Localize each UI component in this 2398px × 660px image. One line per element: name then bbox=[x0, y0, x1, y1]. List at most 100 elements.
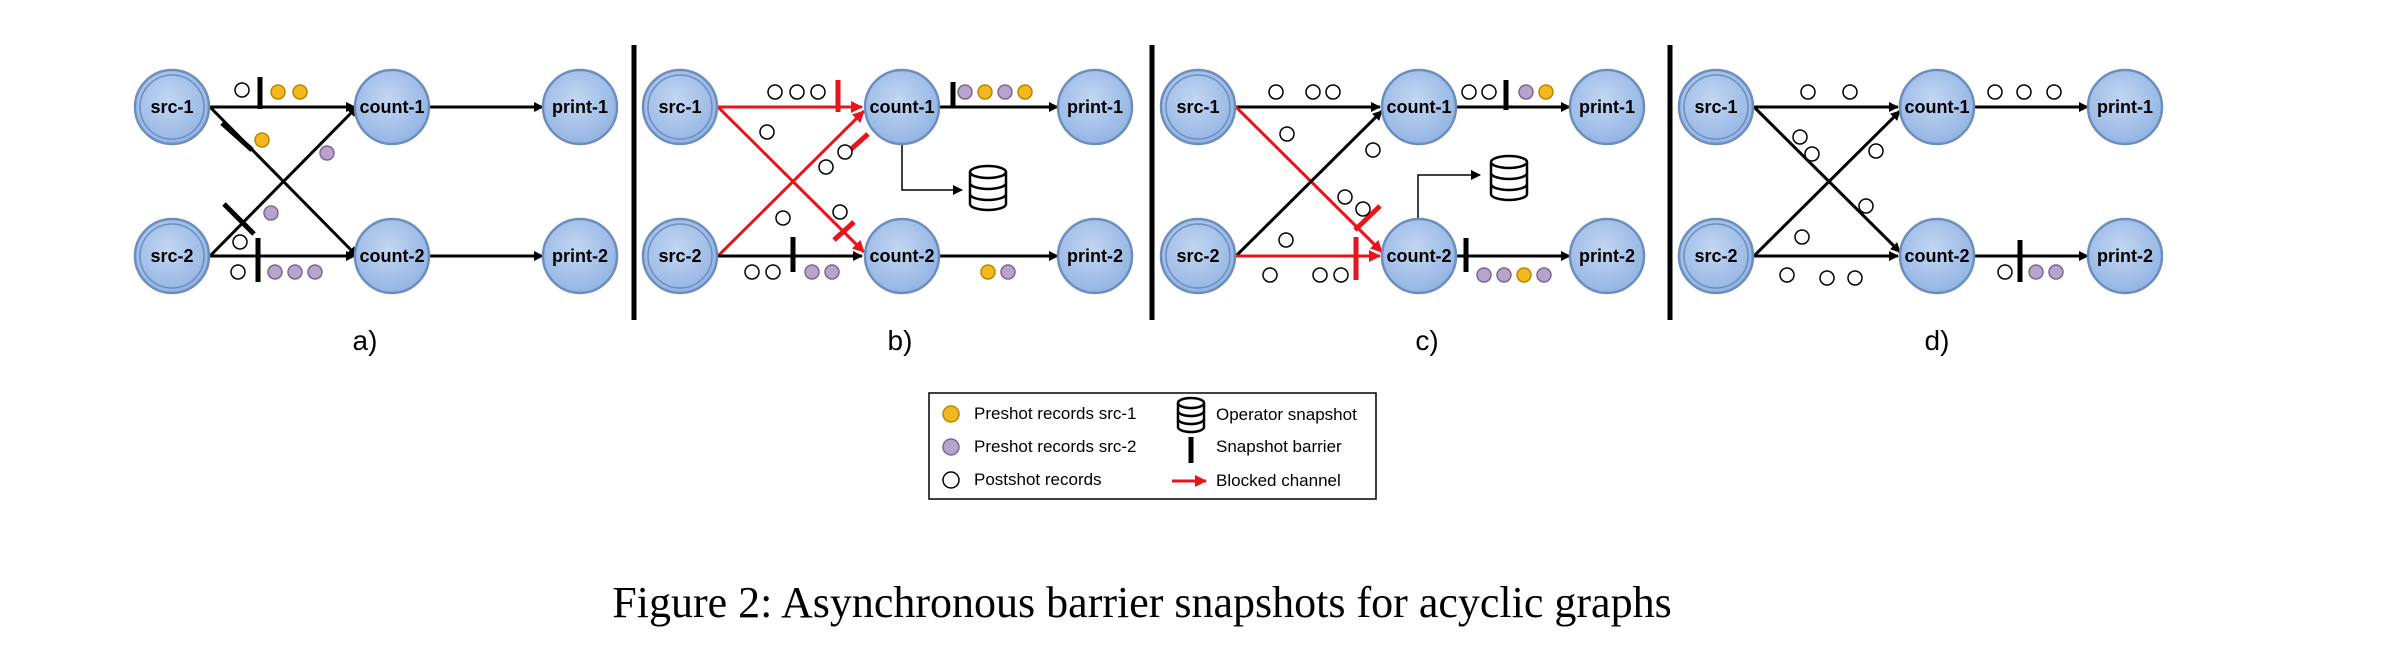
node-label: src-1 bbox=[1694, 97, 1737, 117]
postshot-record bbox=[1365, 142, 1381, 158]
legend-label: Preshot records src-2 bbox=[974, 437, 1137, 456]
node-src1: src-1 bbox=[641, 68, 719, 146]
node-label: src-2 bbox=[150, 246, 193, 266]
node-label: src-2 bbox=[1176, 246, 1219, 266]
edges bbox=[1752, 102, 2089, 261]
node-label: src-2 bbox=[658, 246, 701, 266]
preshot-src2-record bbox=[1536, 267, 1552, 283]
node-print1: print-1 bbox=[2086, 68, 2164, 146]
preshot-src2-record bbox=[287, 264, 303, 280]
preshot-src2-record bbox=[1496, 267, 1512, 283]
preshot-src1-record bbox=[1538, 84, 1554, 100]
legend-item-preshot-src2: Preshot records src-2 bbox=[942, 437, 1137, 456]
records bbox=[1779, 84, 2064, 286]
edge-count2-snapshot bbox=[1417, 170, 1481, 218]
preshot-src1-swatch bbox=[942, 405, 960, 423]
node-count2: count-2 bbox=[353, 217, 431, 295]
postshot-record bbox=[230, 264, 246, 280]
postshot-record bbox=[832, 204, 848, 220]
legend-label: Operator snapshot bbox=[1216, 405, 1357, 424]
panel-d: src-1 src-2 count-1 count-2 print-1 prin… bbox=[1677, 68, 2164, 356]
postshot-record bbox=[232, 234, 248, 250]
node-src2: src-2 bbox=[133, 217, 211, 295]
node-label: count-1 bbox=[360, 97, 425, 117]
node-src1: src-1 bbox=[1159, 68, 1237, 146]
preshot-src1-record bbox=[1516, 267, 1532, 283]
preshot-src2-record bbox=[804, 264, 820, 280]
postshot-record bbox=[1792, 129, 1808, 145]
edge-src2-count1 bbox=[1234, 109, 1384, 258]
postshot-record bbox=[1987, 84, 2003, 100]
postshot-record bbox=[1312, 267, 1328, 283]
operator-snapshot-icon bbox=[1489, 154, 1529, 202]
node-print1: print-1 bbox=[541, 68, 619, 146]
node-label: print-2 bbox=[1067, 246, 1123, 266]
barrier bbox=[832, 220, 856, 242]
postshot-record bbox=[1868, 143, 1884, 159]
postshot-record bbox=[1794, 229, 1810, 245]
postshot-record bbox=[818, 159, 834, 175]
legend-label: Snapshot barrier bbox=[1216, 437, 1342, 456]
preshot-src2-record bbox=[824, 264, 840, 280]
postshot-record bbox=[1305, 84, 1321, 100]
legend-item-operator-snapshot: Operator snapshot bbox=[1176, 396, 1357, 434]
node-label: src-1 bbox=[150, 97, 193, 117]
preshot-src2-record bbox=[1000, 264, 1016, 280]
node-count2: count-2 bbox=[1380, 217, 1458, 295]
panel-label: b) bbox=[888, 325, 913, 356]
postshot-record bbox=[1997, 264, 2013, 280]
figure-caption: Figure 2: Asynchronous barrier snapshots… bbox=[612, 578, 1671, 627]
node-label: src-2 bbox=[1694, 246, 1737, 266]
legend-item-blocked-channel: Blocked channel bbox=[1172, 471, 1341, 490]
node-count1: count-1 bbox=[1898, 68, 1976, 146]
records bbox=[744, 84, 1033, 280]
postshot-record bbox=[767, 84, 783, 100]
postshot-record bbox=[775, 210, 791, 226]
legend-item-postshot: Postshot records bbox=[942, 470, 1102, 489]
postshot-record bbox=[810, 84, 826, 100]
postshot-record bbox=[1333, 267, 1349, 283]
barrier bbox=[220, 121, 254, 152]
database-icon bbox=[1176, 396, 1206, 434]
postshot-record bbox=[1779, 267, 1795, 283]
node-count2: count-2 bbox=[863, 217, 941, 295]
edge-src1-count2-blocked bbox=[716, 105, 866, 254]
node-label: print-1 bbox=[1067, 97, 1123, 117]
edge-src2-count1 bbox=[208, 105, 359, 258]
postshot-record bbox=[1337, 189, 1353, 205]
edge-src1-count2 bbox=[1752, 105, 1902, 254]
node-print1: print-1 bbox=[1056, 68, 1134, 146]
postshot-record bbox=[1279, 126, 1295, 142]
edge-src2-count1-blocked bbox=[716, 109, 866, 258]
postshot-record bbox=[1804, 146, 1820, 162]
postshot-record bbox=[744, 264, 760, 280]
preshot-src2-record bbox=[2048, 264, 2064, 280]
postshot-record bbox=[234, 82, 250, 98]
records bbox=[1262, 84, 1554, 283]
preshot-src2-record bbox=[957, 84, 973, 100]
records bbox=[230, 82, 335, 280]
node-label: count-2 bbox=[1905, 246, 1970, 266]
postshot-record bbox=[2046, 84, 2062, 100]
preshot-src1-record bbox=[977, 84, 993, 100]
postshot-record bbox=[1858, 198, 1874, 214]
node-label: print-1 bbox=[1579, 97, 1635, 117]
node-src1: src-1 bbox=[1677, 68, 1755, 146]
edges bbox=[1234, 102, 1571, 262]
legend-item-snapshot-barrier: Snapshot barrier bbox=[1188, 437, 1342, 463]
preshot-src2-swatch bbox=[942, 438, 960, 456]
preshot-src2-record bbox=[267, 264, 283, 280]
node-label: count-1 bbox=[1387, 97, 1452, 117]
node-print2: print-2 bbox=[1568, 217, 1646, 295]
postshot-record bbox=[765, 264, 781, 280]
postshot-record bbox=[1278, 232, 1294, 248]
node-label: print-1 bbox=[552, 97, 608, 117]
panel-label: c) bbox=[1415, 325, 1438, 356]
preshot-src2-record bbox=[319, 145, 335, 161]
postshot-record bbox=[1461, 84, 1477, 100]
postshot-record bbox=[1262, 267, 1278, 283]
operator-snapshot-icon bbox=[968, 164, 1008, 212]
barrier bbox=[222, 202, 256, 236]
preshot-src1-record bbox=[270, 84, 286, 100]
